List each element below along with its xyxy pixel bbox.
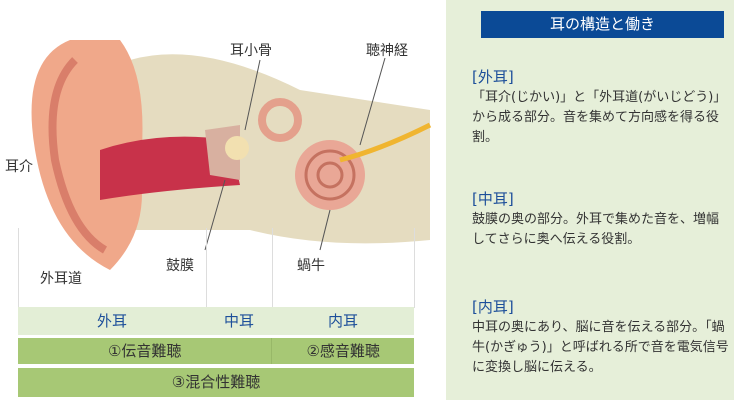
- label-auricle: 耳介: [5, 159, 33, 175]
- section-text: 中耳の奥にあり、脳に音を伝える部分。「蝸牛(かぎゅう)」と呼ばれる所で音を電気信…: [472, 320, 729, 375]
- mixed-hearing-loss: ③混合性難聴: [18, 368, 414, 397]
- divider: [18, 228, 19, 308]
- ear-anatomy-illustration: [31, 40, 432, 270]
- region-inner-ear: 内耳: [327, 312, 358, 330]
- divider: [414, 228, 415, 308]
- section-outer-ear: [外耳] 「耳介(じかい)」と「外耳道(がいじどう)」から成る部分。音を集めて方…: [472, 66, 732, 148]
- panel-title: 耳の構造と働き: [481, 11, 724, 38]
- info-panel: 耳の構造と働き [外耳] 「耳介(じかい)」と「外耳道(がいじどう)」から成る部…: [446, 0, 734, 400]
- label-ear-canal: 外耳道: [40, 271, 82, 287]
- section-middle-ear: [中耳] 鼓膜の奥の部分。外耳で集めた音を、増幅してさらに奥へ伝える役割。: [472, 188, 732, 250]
- sensorineural-hearing-loss: ②感音難聴: [271, 338, 414, 364]
- section-inner-ear: [内耳] 中耳の奥にあり、脳に音を伝える部分。「蝸牛(かぎゅう)」と呼ばれる所で…: [472, 296, 732, 378]
- region-row: 外耳 中耳 内耳: [18, 307, 414, 335]
- label-eardrum: 鼓膜: [166, 258, 194, 274]
- label-auditory-nerve: 聴神経: [366, 43, 408, 59]
- label-cochlea: 蝸牛: [297, 258, 325, 274]
- section-heading: [中耳]: [472, 190, 514, 208]
- hearing-loss-row: ①伝音難聴 ②感音難聴: [18, 338, 414, 364]
- label-ossicles: 耳小骨: [230, 43, 272, 59]
- section-heading: [外耳]: [472, 68, 514, 86]
- section-text: 「耳介(じかい)」と「外耳道(がいじどう)」から成る部分。音を集めて方向感を得る…: [472, 90, 727, 145]
- section-heading: [内耳]: [472, 298, 514, 316]
- conductive-hearing-loss: ①伝音難聴: [18, 338, 272, 364]
- divider: [206, 228, 207, 308]
- region-middle-ear: 中耳: [223, 312, 254, 330]
- region-outer-ear: 外耳: [96, 312, 127, 330]
- section-text: 鼓膜の奥の部分。外耳で集めた音を、増幅してさらに奥へ伝える役割。: [472, 212, 720, 247]
- divider: [272, 228, 273, 308]
